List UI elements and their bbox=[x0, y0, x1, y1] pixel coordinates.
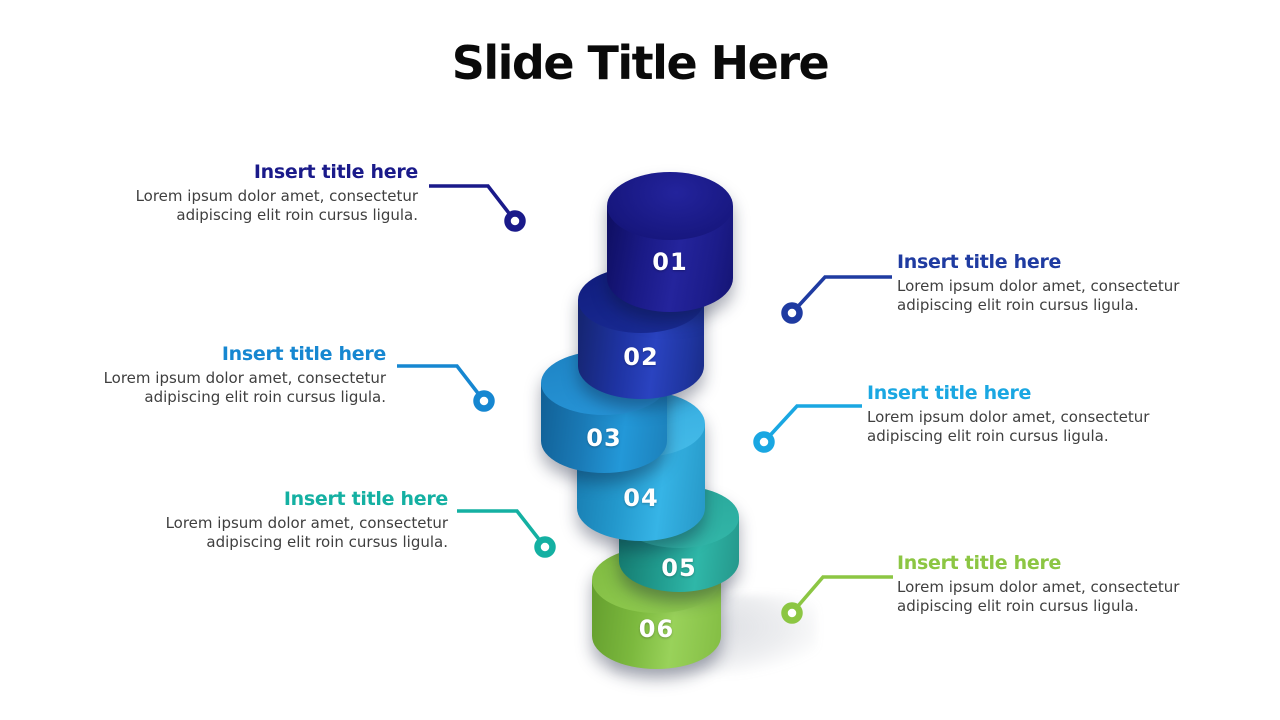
info-title-4[interactable]: Insert title here bbox=[867, 382, 1032, 404]
info-title-3[interactable]: Insert title here bbox=[221, 343, 386, 365]
cylinder-02-number: 02 bbox=[623, 343, 659, 371]
info-block-6: Insert title here Lorem ipsum dolor amet… bbox=[897, 551, 1197, 616]
info-title-5[interactable]: Insert title here bbox=[283, 488, 448, 510]
cylinder-04-number: 04 bbox=[623, 484, 659, 512]
info-title-6[interactable]: Insert title here bbox=[897, 552, 1062, 574]
info-description-6[interactable]: Lorem ipsum dolor amet, consectetur adip… bbox=[897, 578, 1180, 615]
connector-line-3 bbox=[397, 364, 486, 403]
info-block-4: Insert title here Lorem ipsum dolor amet… bbox=[867, 381, 1167, 446]
info-block-5: Insert title here Lorem ipsum dolor amet… bbox=[148, 487, 449, 552]
cylinder-02: 02 bbox=[578, 267, 704, 399]
connector-line-5 bbox=[457, 509, 547, 549]
info-block-1: Insert title here Lorem ipsum dolor amet… bbox=[118, 160, 419, 225]
cylinder-05-number: 05 bbox=[661, 554, 697, 582]
connector-line-1 bbox=[429, 184, 517, 223]
cylinder-03-number: 03 bbox=[586, 424, 622, 452]
connector-line-4 bbox=[762, 404, 862, 444]
connector-line-2 bbox=[790, 275, 892, 315]
info-description-2[interactable]: Lorem ipsum dolor amet, consectetur adip… bbox=[897, 277, 1180, 314]
connector-ring-3 bbox=[473, 390, 495, 412]
info-description-5[interactable]: Lorem ipsum dolor amet, consectetur adip… bbox=[165, 514, 448, 551]
info-title-1[interactable]: Insert title here bbox=[253, 161, 418, 183]
info-block-2: Insert title here Lorem ipsum dolor amet… bbox=[897, 250, 1197, 315]
cylinder-01: 01 bbox=[607, 172, 733, 312]
connector-ring-5 bbox=[534, 536, 556, 558]
cylinder-01-top bbox=[607, 172, 733, 240]
slide-title[interactable]: Slide Title Here bbox=[451, 36, 830, 90]
connector-ring-4 bbox=[753, 431, 775, 453]
info-description-3[interactable]: Lorem ipsum dolor amet, consectetur adip… bbox=[103, 369, 386, 406]
info-block-3: Insert title here Lorem ipsum dolor amet… bbox=[86, 342, 387, 407]
connector-ring-2 bbox=[781, 302, 803, 324]
info-description-1[interactable]: Lorem ipsum dolor amet, consectetur adip… bbox=[135, 187, 418, 224]
info-title-2[interactable]: Insert title here bbox=[897, 251, 1062, 273]
info-description-4[interactable]: Lorem ipsum dolor amet, consectetur adip… bbox=[867, 408, 1150, 445]
connector-ring-1 bbox=[504, 210, 526, 232]
cylinder-06-number: 06 bbox=[638, 615, 675, 643]
cylinder-01-number: 01 bbox=[652, 248, 688, 276]
